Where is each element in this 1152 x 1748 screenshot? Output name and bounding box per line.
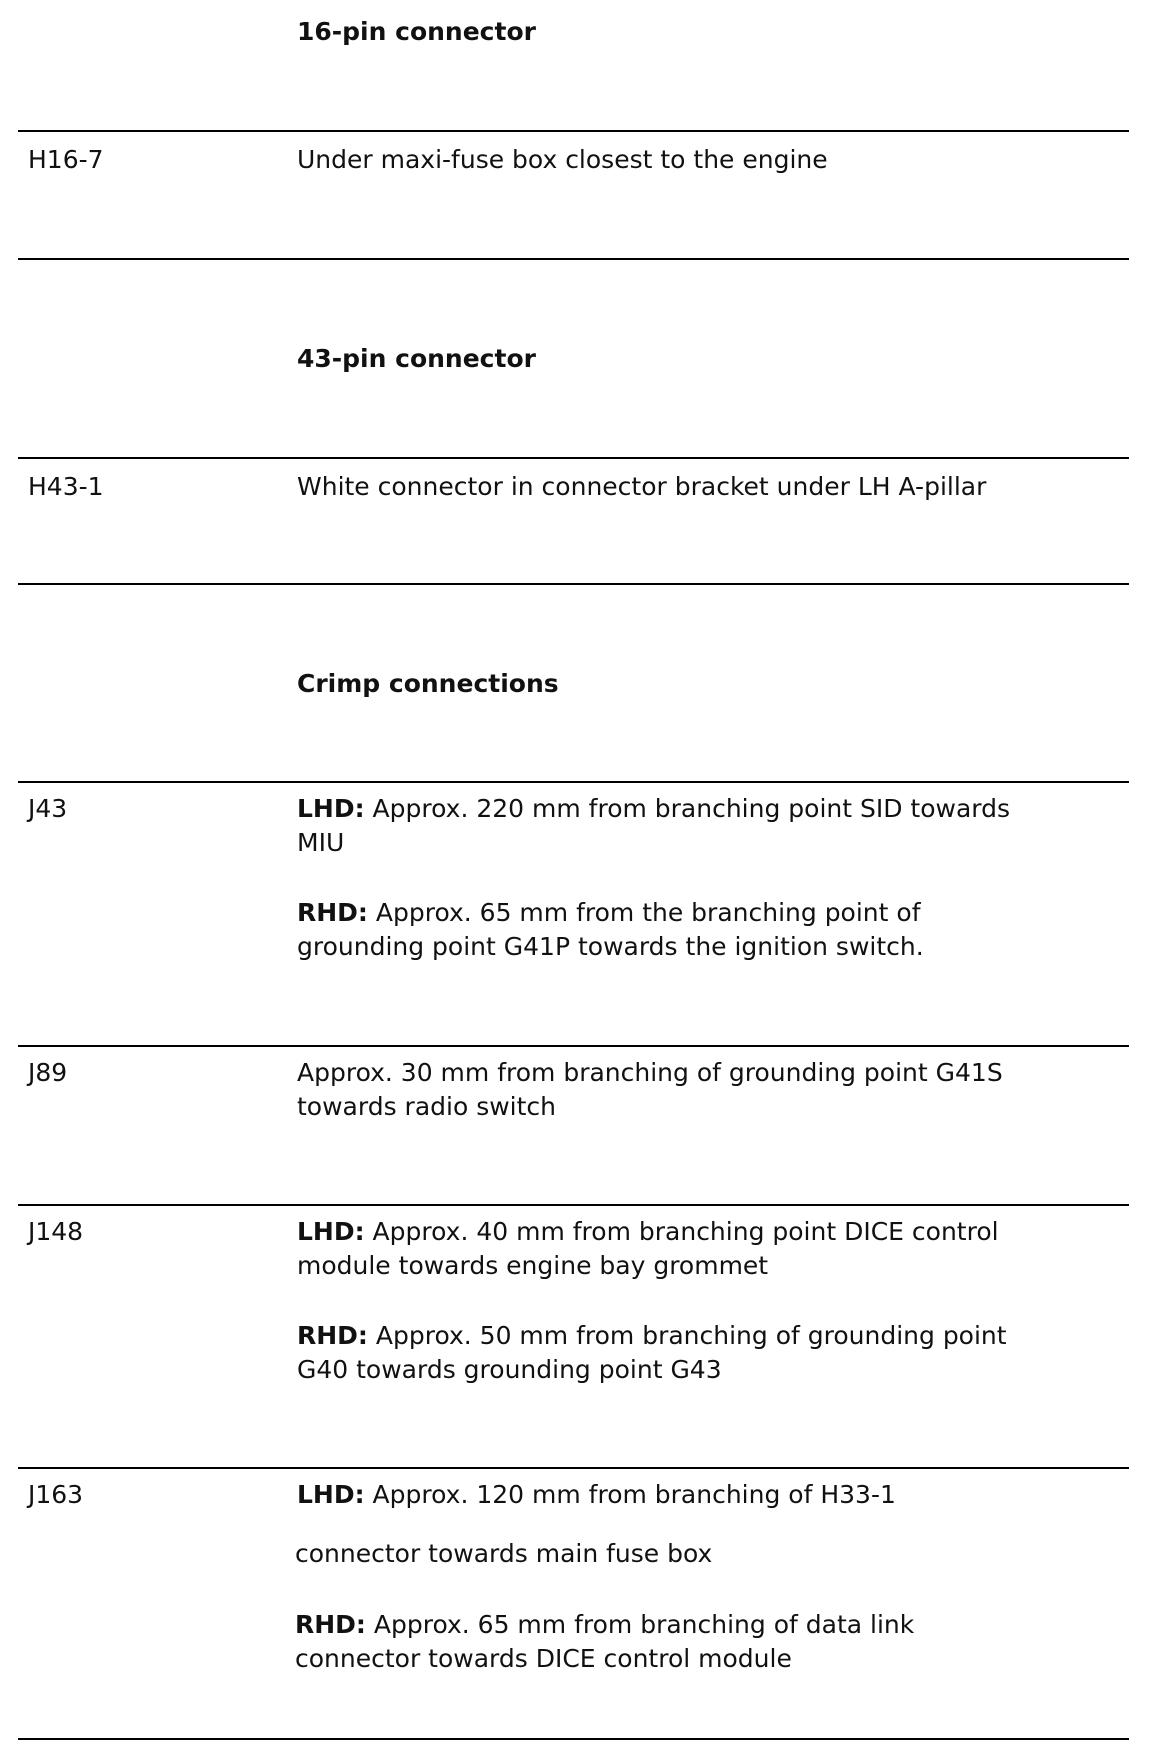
drive-label: LHD: xyxy=(297,1217,365,1246)
drive-label: LHD: xyxy=(297,794,365,823)
section-heading: Crimp connections xyxy=(297,669,559,698)
connector-location-line: Approx. 30 mm from branching of groundin… xyxy=(297,1058,1003,1087)
connector-location-line: connector towards DICE control module xyxy=(295,1644,792,1673)
connector-id: J89 xyxy=(28,1058,68,1087)
connector-location-line: LHD: Approx. 220 mm from branching point… xyxy=(297,794,1011,823)
drive-label: RHD: xyxy=(297,898,368,927)
divider xyxy=(18,1204,1129,1206)
divider xyxy=(18,1467,1129,1469)
divider xyxy=(18,258,1129,260)
connector-location-line: RHD: Approx. 50 mm from branching of gro… xyxy=(297,1321,1007,1350)
connector-location: Under maxi-fuse box closest to the engin… xyxy=(297,145,828,174)
connector-id: J163 xyxy=(28,1480,84,1509)
connector-location-line: MIU xyxy=(297,828,345,857)
connector-id: J148 xyxy=(28,1217,84,1246)
connector-location: White connector in connector bracket und… xyxy=(297,472,987,501)
connector-location-line: LHD: Approx. 40 mm from branching point … xyxy=(297,1217,999,1246)
drive-label: RHD: xyxy=(295,1610,366,1639)
section-heading: 16-pin connector xyxy=(297,17,536,46)
connector-id: H16-7 xyxy=(28,145,104,174)
divider xyxy=(18,781,1129,783)
connector-location-line: LHD: Approx. 120 mm from branching of H3… xyxy=(297,1480,896,1509)
connector-location-line: grounding point G41P towards the ignitio… xyxy=(297,932,924,961)
section-heading: 43-pin connector xyxy=(297,344,536,373)
divider xyxy=(18,1045,1129,1047)
connector-id: J43 xyxy=(28,794,68,823)
connector-id: H43-1 xyxy=(28,472,104,501)
connector-location-line: RHD: Approx. 65 mm from the branching po… xyxy=(297,898,921,927)
connector-location-line: towards radio switch xyxy=(297,1092,557,1121)
connector-location-line: G40 towards grounding point G43 xyxy=(297,1355,722,1384)
drive-label: RHD: xyxy=(297,1321,368,1350)
connector-location-line: module towards engine bay grommet xyxy=(297,1251,769,1280)
divider xyxy=(18,583,1129,585)
divider xyxy=(18,1738,1129,1740)
connector-location-line: connector towards main fuse box xyxy=(295,1539,713,1568)
divider xyxy=(18,457,1129,459)
connector-location-line: RHD: Approx. 65 mm from branching of dat… xyxy=(295,1610,915,1639)
drive-label: LHD: xyxy=(297,1480,365,1509)
divider xyxy=(18,130,1129,132)
